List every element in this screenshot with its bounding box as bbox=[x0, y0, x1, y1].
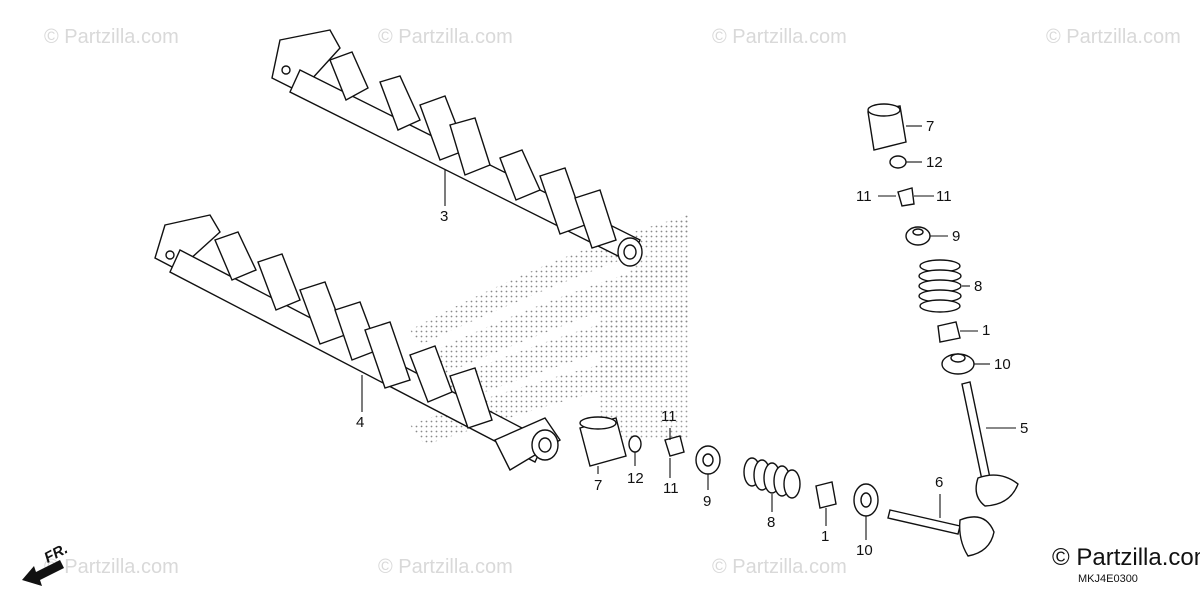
camshaft-4 bbox=[154, 214, 561, 471]
callout-8-lower: 8 bbox=[767, 514, 776, 531]
diagram-code: MKJ4E0300 bbox=[1078, 573, 1138, 585]
callout-6: 6 bbox=[935, 474, 944, 491]
callout-7-right: 7 bbox=[926, 118, 935, 135]
watermark: © Partzilla.com bbox=[378, 26, 513, 48]
callout-9-right: 9 bbox=[952, 228, 961, 245]
watermark: © Partzilla.com bbox=[44, 26, 179, 48]
spring-8-right bbox=[918, 259, 962, 313]
spring-8-lower bbox=[743, 457, 801, 499]
watermark: © Partzilla.com bbox=[44, 556, 179, 578]
leader-lines bbox=[361, 125, 1016, 540]
lower-valve-parts bbox=[579, 416, 879, 517]
watermark: © Partzilla.com bbox=[378, 556, 513, 578]
callout-7-lower: 7 bbox=[594, 477, 603, 494]
watermark: © Partzilla.com bbox=[712, 556, 847, 578]
partzilla-brand: © Partzilla.com bbox=[1052, 544, 1200, 571]
callout-10-lower: 10 bbox=[856, 542, 873, 559]
callout-3: 3 bbox=[440, 208, 449, 225]
camshaft-3 bbox=[271, 29, 643, 267]
callout-5: 5 bbox=[1020, 420, 1029, 437]
callout-1-lower: 1 bbox=[821, 528, 830, 545]
callout-9-lower: 9 bbox=[703, 493, 712, 510]
callout-12-lower: 12 bbox=[627, 470, 644, 487]
callout-1-right: 1 bbox=[982, 322, 991, 339]
callout-4: 4 bbox=[356, 414, 365, 431]
callout-11-right-a: 11 bbox=[856, 188, 872, 205]
callout-11-lower-a: 11 bbox=[661, 408, 677, 425]
watermark: © Partzilla.com bbox=[712, 26, 847, 48]
right-valve-stack bbox=[867, 103, 1019, 557]
callout-11-lower-b: 11 bbox=[663, 480, 679, 497]
callout-10-right: 10 bbox=[994, 356, 1011, 373]
watermark: © Partzilla.com bbox=[1046, 26, 1181, 48]
front-arrow-icon bbox=[22, 560, 64, 586]
callout-12-right: 12 bbox=[926, 154, 943, 171]
callout-8-right: 8 bbox=[974, 278, 983, 295]
callout-11-right-b: 11 bbox=[936, 188, 952, 205]
